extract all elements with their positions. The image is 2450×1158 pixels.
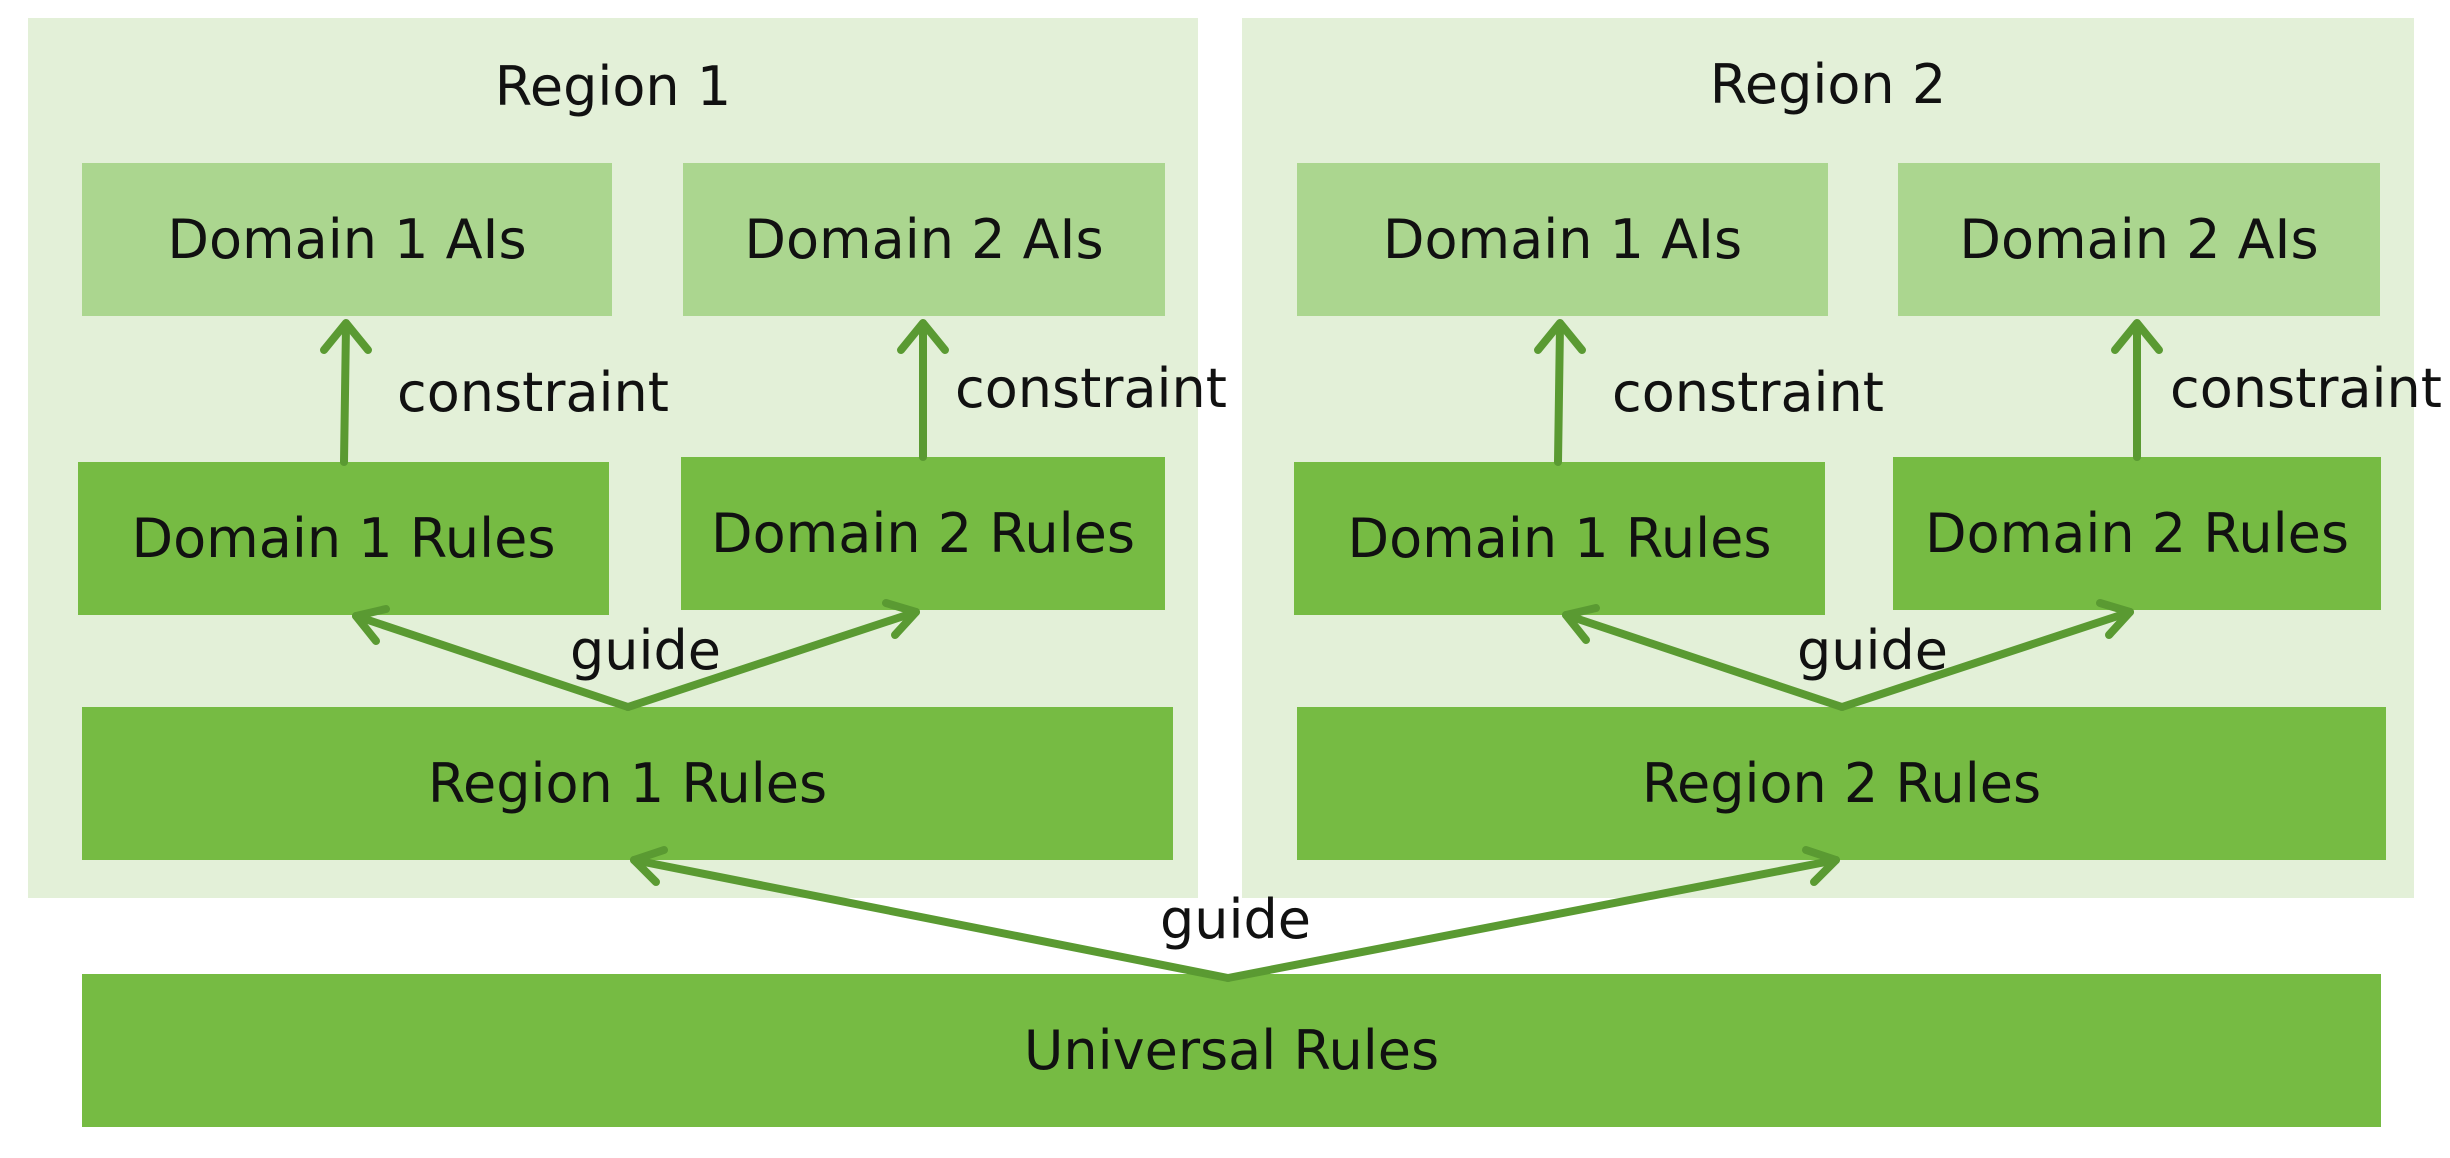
region-2-domain-1-ais: Domain 1 AIs bbox=[1297, 163, 1828, 316]
region-1-guide-label: guide bbox=[570, 619, 722, 682]
region-1-rules: Region 1 Rules bbox=[82, 707, 1173, 860]
region-1-domain-1-ais: Domain 1 AIs bbox=[82, 163, 612, 316]
universal-guide-label: guide bbox=[1160, 888, 1312, 951]
region-2-title: Region 2 bbox=[1709, 53, 1947, 116]
region-2-rules: Region 2 Rules bbox=[1297, 707, 2386, 860]
region-1-constraint-label-2: constraint bbox=[955, 357, 1227, 420]
region-1-constraint-label-1: constraint bbox=[397, 361, 669, 424]
universal-rules: Universal Rules bbox=[82, 974, 2381, 1127]
region-2-constraint-label-1: constraint bbox=[1612, 361, 1884, 424]
region-1-domain-2-ais: Domain 2 AIs bbox=[683, 163, 1165, 316]
region-2-domain-2-rules: Domain 2 Rules bbox=[1893, 457, 2381, 610]
region-2-constraint-label-2: constraint bbox=[2170, 357, 2442, 420]
region-1-domain-2-rules: Domain 2 Rules bbox=[681, 457, 1165, 610]
region-2-domain-1-rules: Domain 1 Rules bbox=[1294, 462, 1825, 615]
region-1-domain-1-rules: Domain 1 Rules bbox=[78, 462, 609, 615]
region-1-title: Region 1 bbox=[494, 55, 732, 118]
region-2-guide-label: guide bbox=[1797, 619, 1949, 682]
region-2-domain-2-ais: Domain 2 AIs bbox=[1898, 163, 2380, 316]
